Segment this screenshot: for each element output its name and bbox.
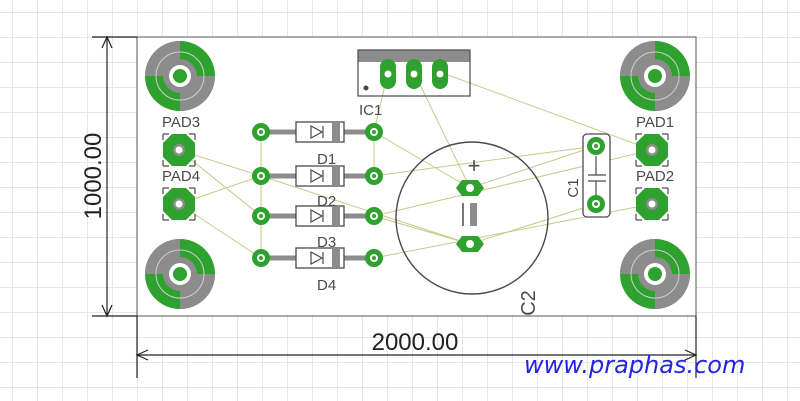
mounting-hole-top-right	[619, 40, 691, 112]
ic1-regulator	[357, 49, 471, 97]
capacitor-c2	[395, 141, 549, 295]
width-dimension	[135, 316, 698, 378]
diode-d1	[252, 121, 383, 143]
pad1-label: PAD1	[636, 114, 674, 131]
width-dimension-label: 2000.00	[372, 329, 459, 356]
d4-label: D4	[317, 277, 336, 294]
pad3	[162, 133, 196, 167]
ic1-label: IC1	[359, 102, 382, 119]
mounting-hole-bottom-left	[144, 238, 216, 310]
pad4	[162, 187, 196, 221]
c2-label: C2	[518, 290, 540, 316]
d1-label: D1	[317, 151, 336, 168]
pad2	[635, 187, 669, 221]
pad1	[635, 133, 669, 167]
c1-label: C1	[565, 178, 582, 197]
diode-d2	[252, 165, 383, 187]
height-dimension-label: 1000.00	[80, 133, 107, 220]
mounting-hole-bottom-right	[619, 238, 691, 310]
pad3-label: PAD3	[162, 114, 200, 131]
d3-label: D3	[317, 234, 336, 251]
diode-d3	[252, 205, 383, 227]
mounting-hole-top-left	[144, 40, 216, 112]
c2-polarity-mark: +	[468, 153, 481, 178]
watermark-text: www.praphas.com	[524, 351, 745, 379]
height-dimension	[92, 35, 137, 318]
pad4-label: PAD4	[162, 168, 200, 185]
pad2-label: PAD2	[636, 168, 674, 185]
diode-d4	[252, 247, 383, 269]
capacitor-c1	[582, 133, 611, 218]
